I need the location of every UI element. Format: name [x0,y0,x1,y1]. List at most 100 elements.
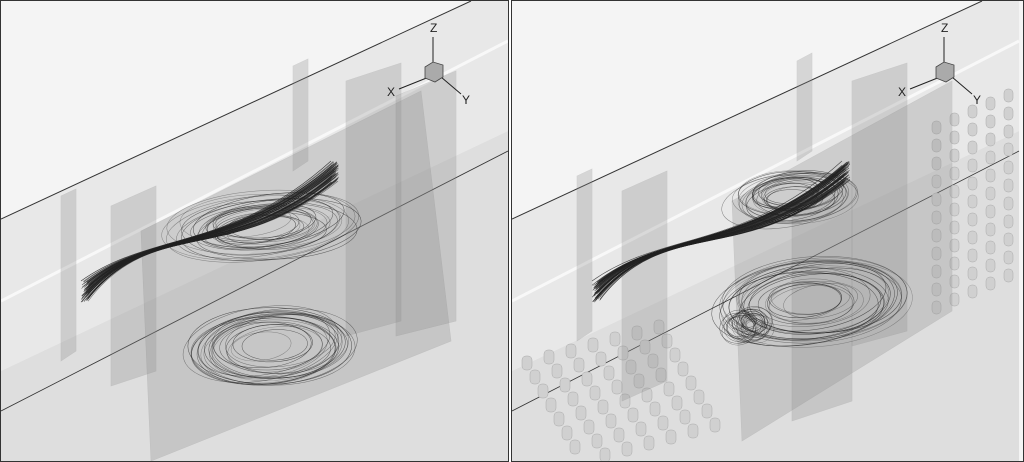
cylinder [1003,142,1014,157]
vortex-streamline [719,312,757,344]
cylinder [1003,232,1014,247]
cylinder [561,425,573,441]
vortex-streamline [721,316,756,346]
cylinder [985,150,996,165]
vortex-streamline [741,172,857,224]
cylinder [949,130,960,145]
cylinder [967,266,978,281]
cylinder [627,407,639,423]
cylinder [609,331,621,347]
vortex-streamline [764,186,824,212]
cylinder [605,413,617,429]
vortex-streamline [720,260,913,348]
cylinder [663,381,675,397]
cylinder [949,220,960,235]
vortex-streamline [734,306,773,339]
vortex-streamline [764,182,814,204]
cylinder [545,397,557,413]
cylinder [967,158,978,173]
cylinder [1003,124,1014,139]
vortex-streamline [190,311,343,385]
cylinder [967,230,978,245]
cylinder [949,184,960,199]
cylinder [985,96,996,111]
cylinder [649,401,661,417]
cylinder [657,415,669,431]
cylinder [931,264,942,279]
vortex-streamline [726,315,754,339]
cylinder [581,371,593,387]
vortex-streamline [740,315,775,344]
vortex-streamline [212,314,348,378]
streamline [592,176,843,298]
triad-cube-icon [424,61,444,83]
triad-y-label: Y [973,93,982,107]
cylinder [641,387,653,403]
streamline [81,168,332,289]
cylinder [661,333,673,349]
vortex-streamline [743,263,887,332]
cylinder [949,256,960,271]
vortex-streamline [737,171,843,216]
cylinder [985,258,996,273]
vortex-streamline [204,313,340,378]
vortex-streamline [206,203,317,243]
cylinder [595,351,607,367]
streamline [81,164,333,286]
cylinder [669,347,681,363]
cylinder [1003,88,1014,103]
left-panel-streamlines: Z X Y [0,0,509,462]
vortex-streamline [767,283,842,318]
cylinder [985,186,996,201]
streamline [594,170,845,292]
vortex-streamline [209,313,343,380]
right-visualization [512,1,1020,461]
triad-y-axis [440,76,462,95]
cylinder [949,292,960,307]
cylinder [985,114,996,129]
vortex-streamline [241,329,308,361]
vortex-streamline [740,265,890,334]
cylinder [985,204,996,219]
cylinder [949,238,960,253]
vortex-streamline [719,261,902,344]
cylinder [635,421,647,437]
cylinder [613,427,625,443]
baffle-plate [796,52,813,162]
cylinder [677,361,689,377]
cylinder [949,112,960,127]
cylinder [643,435,655,451]
cylinder [639,339,651,355]
cylinder [631,325,643,341]
vortex-streamline [205,208,300,241]
cylinder [521,355,533,371]
cylinder [553,411,565,427]
cylinder [931,120,942,135]
cylinder [985,132,996,147]
cylinder [931,174,942,189]
channel-back-wall [512,1,1019,371]
cylinder [621,441,633,457]
cylinder [543,349,555,365]
triad-x-axis [909,76,941,90]
cylinder [949,202,960,217]
cylinder [1003,106,1014,121]
cylinder [931,228,942,243]
cylinder [633,373,645,389]
cylinder [1003,196,1014,211]
cylinder [559,377,571,393]
cylinder [693,389,705,405]
vortex-streamline [198,198,334,250]
cylinder [529,369,541,385]
vortex-streamline [747,273,882,335]
cylinder [1003,160,1014,175]
triad-cube-icon [935,61,955,83]
vortex-streamline [722,309,755,337]
vortex-streamline [770,278,851,315]
cylinder [591,433,603,449]
vortex-streamline [732,175,844,222]
cylinder [537,383,549,399]
vortex-streamline [719,261,898,347]
vortex-streamline [197,310,331,377]
vortex-streamline [225,324,331,374]
